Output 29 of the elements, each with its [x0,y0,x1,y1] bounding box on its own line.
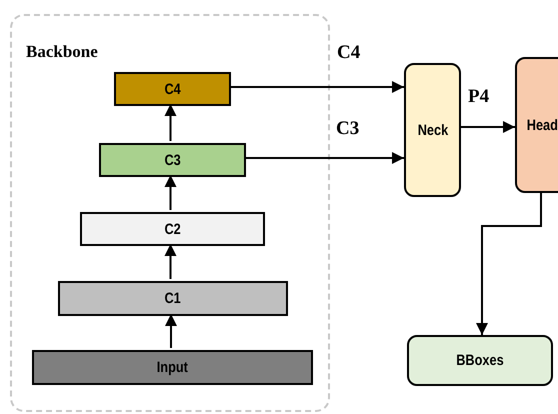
process-box [515,57,558,193]
box-label: Neck [417,122,448,138]
box-label: BBoxes [456,352,504,369]
layer-box [58,281,288,316]
arrow [164,104,176,141]
box-label: C4 [164,80,181,98]
box-label: C2 [164,220,181,238]
box-label: Input [156,359,188,376]
layer-box [80,212,265,246]
backbone-panel [10,14,330,412]
box-label: C1 [164,290,182,307]
box-label: C3 [164,152,181,168]
box-label: Head [526,116,558,134]
arrow [164,175,176,210]
edge-label: C3 [336,118,360,140]
layer-box [32,350,313,385]
arrow [164,244,176,279]
layer-box [99,143,246,177]
process-box [407,335,553,386]
edge-label: C4 [337,42,360,64]
arrow [461,121,515,133]
panel-title: Backbone [26,42,98,62]
edge-label: P4 [468,86,490,108]
arrow [165,314,177,348]
arrow [244,152,404,164]
arrow [476,193,542,335]
arrow [229,81,404,93]
process-box [404,63,461,197]
layer-box [114,72,231,106]
